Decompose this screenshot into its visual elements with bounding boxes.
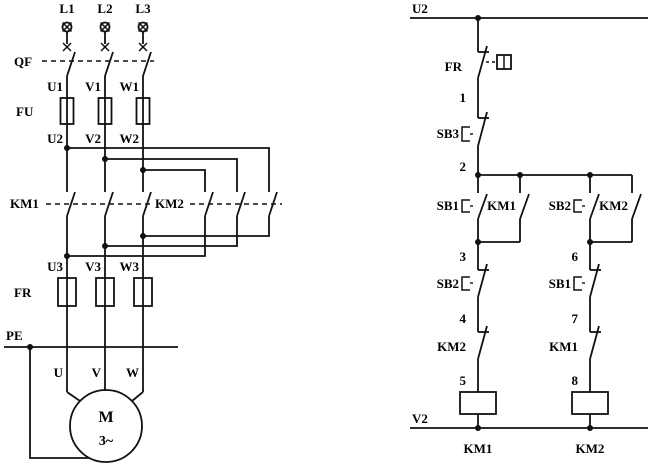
label-motor-3ph: 3~ (99, 434, 114, 449)
label-v3: V3 (85, 259, 101, 274)
start-button-sb1: SB1 (437, 175, 488, 242)
label-sb2-interlock: SB2 (437, 276, 459, 291)
main-circuit: L1 L2 L3 QF U1 V1 W1 (4, 1, 282, 463)
fuses-fu: FU (16, 97, 151, 125)
label-km2-hold: KM2 (599, 198, 628, 213)
start-button-sb2: SB2 (549, 175, 600, 242)
km1-coil: KM1 (459, 391, 497, 456)
km2-feeder-wires (64, 145, 270, 192)
interlock-button-sb2: SB2 (437, 263, 489, 298)
node-label-5: 5 (460, 373, 467, 388)
node-label-8: 8 (572, 373, 579, 388)
label-w2: W2 (120, 131, 140, 146)
label-km1-main: KM1 (10, 196, 39, 211)
contactor-km2-main-contacts: KM2 (155, 191, 282, 217)
label-km1-hold: KM1 (487, 198, 516, 213)
node-label-7: 7 (572, 311, 579, 326)
interlock-contact-km2: KM2 (437, 325, 489, 360)
branch-km2: SB2 KM2 6 SB1 (549, 175, 642, 456)
km2-coil: KM2 (571, 391, 609, 456)
control-top-rail: U2 (410, 1, 648, 21)
node-label-4: 4 (460, 311, 467, 326)
label-u1: U1 (47, 79, 63, 94)
branch-km1: SB1 KM1 3 SB2 (437, 175, 530, 456)
label-w1: W1 (120, 79, 140, 94)
label-rail-v2: V2 (412, 411, 428, 426)
label-km2-nc: KM2 (437, 339, 466, 354)
fr-nc-contact: FR (445, 18, 512, 79)
control-circuit: U2 FR 1 SB3 2 (410, 1, 648, 456)
label-fu: FU (16, 104, 34, 119)
supply-terminals (61, 21, 149, 33)
label-km1-coil: KM1 (464, 441, 493, 456)
control-bottom-rail: V2 (410, 411, 648, 431)
node-label-2: 2 (460, 159, 467, 174)
label-qf: QF (14, 54, 32, 69)
label-motor-m: M (98, 409, 113, 426)
holding-contact-km2: KM2 (599, 175, 642, 242)
label-km1-nc: KM1 (549, 339, 578, 354)
node-label-6: 6 (572, 249, 579, 264)
label-motor-u: U (54, 365, 64, 380)
label-rail-u2: U2 (412, 1, 428, 16)
label-km2-coil: KM2 (576, 441, 605, 456)
holding-contact-km1: KM1 (487, 175, 530, 242)
circuit-breaker-qf: QF (14, 31, 154, 77)
interlock-contact-km1: KM1 (549, 325, 601, 360)
label-motor-w: W (126, 365, 139, 380)
label-u2: U2 (47, 131, 63, 146)
label-sb2-start: SB2 (549, 198, 571, 213)
label-v2: V2 (85, 131, 101, 146)
label-phase-l3: L3 (135, 1, 151, 16)
node-label-1: 1 (460, 90, 467, 105)
label-fr-contact: FR (445, 59, 463, 74)
label-km2-main: KM2 (155, 196, 184, 211)
label-phase-l2: L2 (97, 1, 112, 16)
pe-earth-bus: PE (4, 328, 178, 459)
label-fr-heaters: FR (14, 285, 32, 300)
label-motor-v: V (92, 365, 102, 380)
label-pe: PE (6, 328, 23, 343)
label-sb1-interlock: SB1 (549, 276, 571, 291)
node-label-3: 3 (460, 249, 467, 264)
label-w3: W3 (120, 259, 140, 274)
thermal-relay-fr-heaters: FR (14, 277, 153, 307)
label-u3: U3 (47, 259, 63, 274)
stop-button-sb3: SB3 (437, 111, 489, 147)
contactor-km1-main-contacts: KM1 (10, 191, 154, 217)
label-phase-l1: L1 (59, 1, 74, 16)
interlock-button-sb1: SB1 (549, 263, 601, 298)
label-v1: V1 (85, 79, 101, 94)
km2-return-wires (64, 216, 270, 259)
label-sb3-stop: SB3 (437, 126, 460, 141)
label-sb1-start: SB1 (437, 198, 459, 213)
motor-m: M 3~ (66, 389, 144, 463)
